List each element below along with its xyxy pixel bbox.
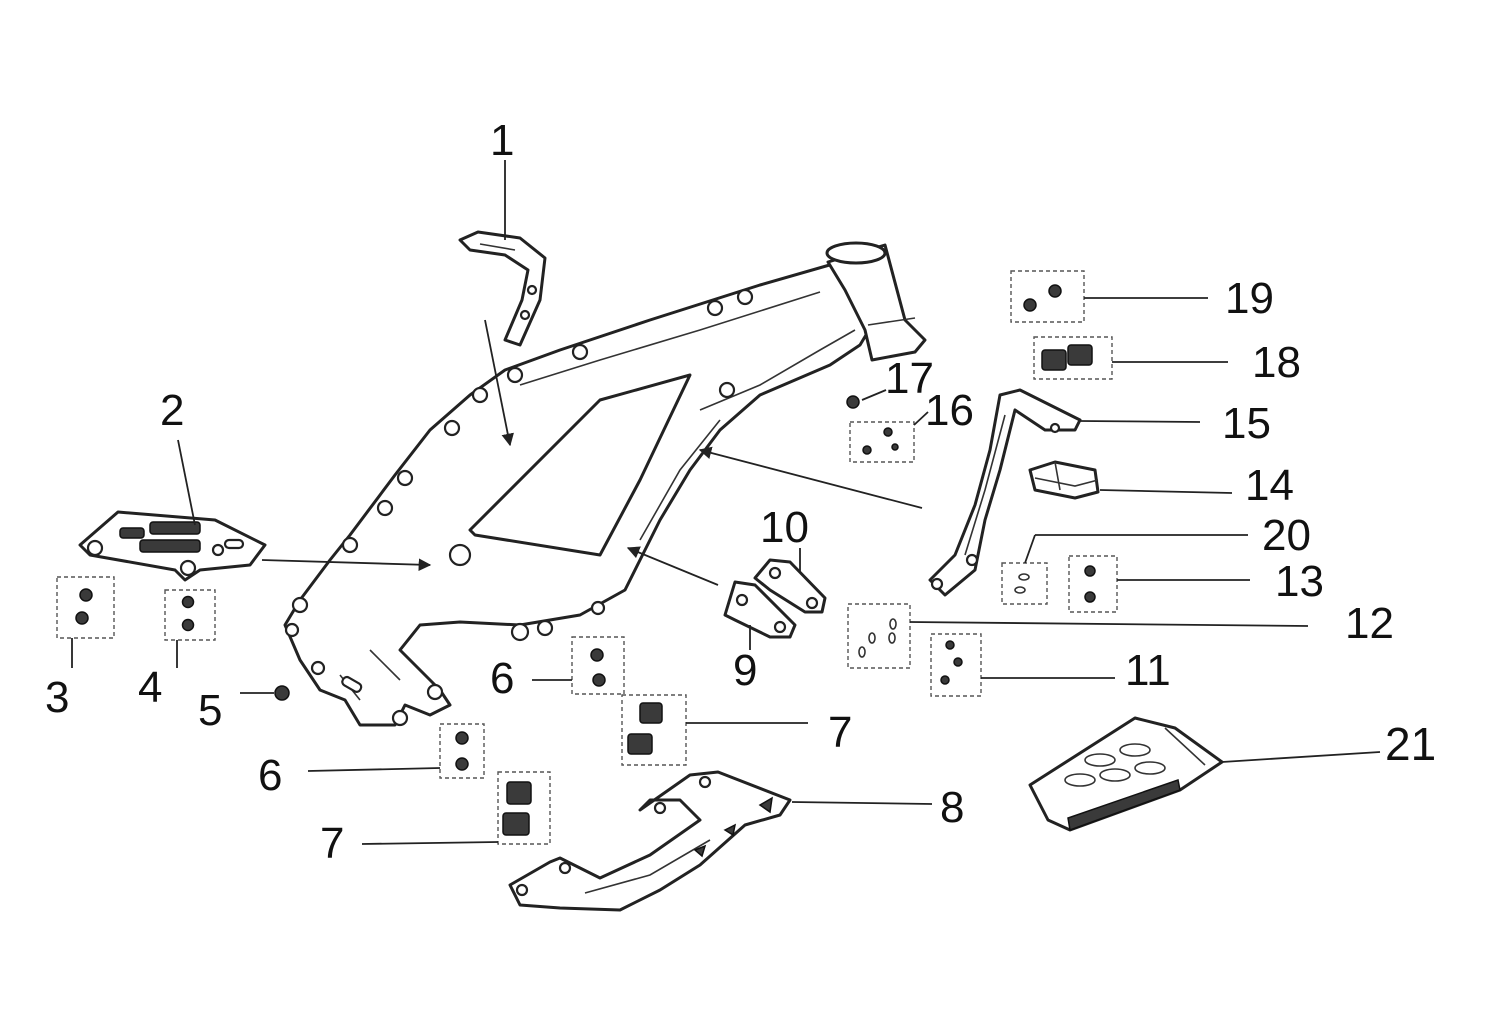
part-9-bracket bbox=[723, 580, 797, 639]
hardware-20 bbox=[1001, 562, 1048, 605]
main-frame bbox=[283, 241, 927, 727]
hardware-6a bbox=[571, 636, 625, 695]
part-8-guard bbox=[508, 770, 792, 912]
part-14-block bbox=[1028, 460, 1100, 500]
callout-2: 2 bbox=[160, 386, 184, 435]
callout-19: 19 bbox=[1225, 274, 1274, 323]
hardware-7a bbox=[621, 694, 687, 766]
part-15-rear-frame bbox=[928, 388, 1082, 597]
callout-4: 4 bbox=[138, 663, 162, 712]
hardware-6b bbox=[439, 723, 485, 779]
callout-16: 16 bbox=[925, 386, 974, 435]
callout-12: 12 bbox=[1345, 599, 1394, 648]
callout-11: 11 bbox=[1125, 646, 1171, 695]
frame-lugs bbox=[284, 288, 754, 727]
callout-8: 8 bbox=[940, 783, 964, 832]
hardware-17 bbox=[846, 395, 860, 409]
callout-13: 13 bbox=[1275, 557, 1324, 606]
callout-labels: 1 2 3 4 5 6 7 6 7 8 9 10 11 12 13 14 15 … bbox=[45, 116, 1436, 868]
callout-3: 3 bbox=[45, 673, 69, 722]
hardware-12 bbox=[847, 603, 911, 669]
steering-head bbox=[825, 241, 927, 362]
hardware-4 bbox=[164, 589, 216, 641]
callout-18: 18 bbox=[1252, 338, 1301, 387]
hardware-3 bbox=[56, 576, 115, 639]
callout-1: 1 bbox=[490, 116, 514, 165]
part-1-bracket bbox=[458, 230, 547, 347]
part-21-pad bbox=[1028, 716, 1224, 832]
callout-7: 7 bbox=[828, 708, 852, 757]
part-2-plate bbox=[78, 510, 267, 582]
hardware-7b bbox=[497, 771, 551, 845]
leader-lines bbox=[71, 160, 1381, 845]
hardware-19 bbox=[1010, 270, 1085, 323]
callout-6: 6 bbox=[258, 751, 282, 800]
hardware-11 bbox=[930, 633, 982, 697]
callout-14: 14 bbox=[1245, 461, 1294, 510]
callout-17: 17 bbox=[885, 354, 934, 403]
callout-20: 20 bbox=[1262, 511, 1311, 560]
callout-9: 9 bbox=[733, 646, 757, 695]
callout-10: 10 bbox=[760, 503, 809, 552]
hardware-5 bbox=[274, 685, 290, 701]
hardware-16 bbox=[849, 421, 915, 463]
callout-15: 15 bbox=[1222, 399, 1271, 448]
callout-5: 5 bbox=[198, 686, 222, 735]
callout-7: 7 bbox=[320, 819, 344, 868]
callout-6: 6 bbox=[490, 654, 514, 703]
hardware-18 bbox=[1033, 336, 1113, 380]
hardware-13 bbox=[1068, 555, 1118, 613]
part-10-bracket bbox=[753, 558, 827, 614]
callout-21: 21 bbox=[1385, 718, 1436, 770]
